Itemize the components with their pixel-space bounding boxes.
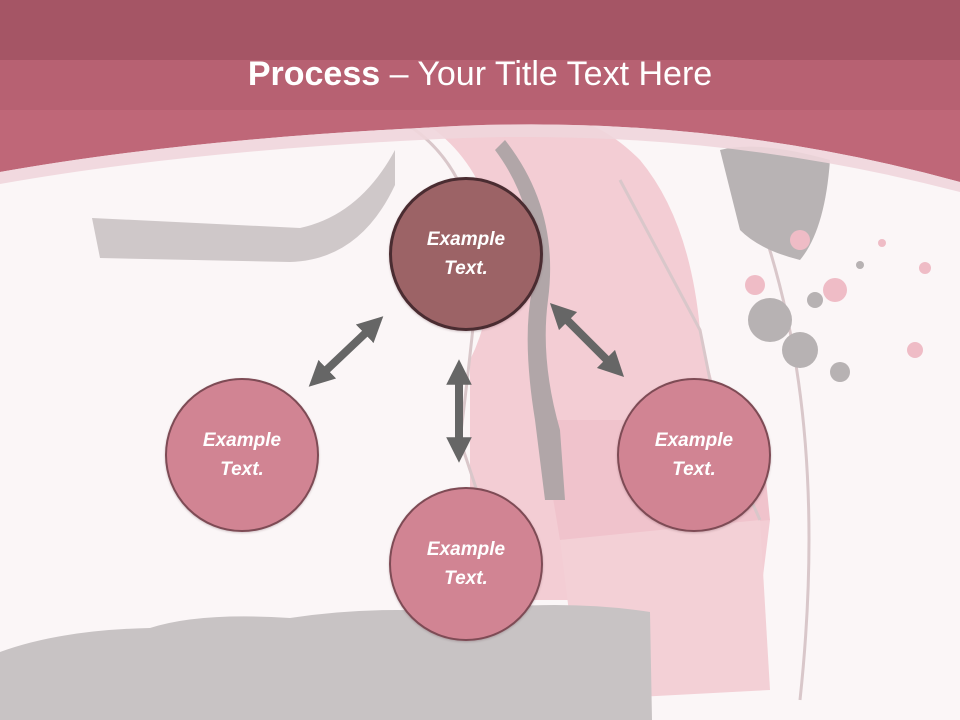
node-center-line2: Text. bbox=[444, 258, 488, 279]
node-left-line1: Example bbox=[202, 430, 282, 451]
node-center[interactable]: Example Text. bbox=[389, 177, 543, 331]
node-center-label: Example Text. bbox=[411, 225, 521, 283]
node-left-label: Example Text. bbox=[187, 426, 297, 484]
node-left[interactable]: Example Text. bbox=[165, 378, 319, 532]
node-right[interactable]: Example Text. bbox=[617, 378, 771, 532]
node-bottom-line1: Example bbox=[426, 539, 506, 560]
node-bottom-line2: Text. bbox=[444, 568, 488, 589]
slide-title: Process – Your Title Text Here bbox=[0, 50, 960, 98]
node-center-line1: Example bbox=[426, 229, 506, 250]
title-separator: – bbox=[380, 55, 418, 93]
node-bottom[interactable]: Example Text. bbox=[389, 487, 543, 641]
title-rest: Your Title Text Here bbox=[417, 55, 713, 93]
node-right-line1: Example bbox=[654, 430, 734, 451]
node-right-line2: Text. bbox=[672, 459, 716, 480]
node-bottom-label: Example Text. bbox=[411, 535, 521, 593]
title-bold: Process bbox=[247, 55, 381, 93]
node-right-label: Example Text. bbox=[639, 426, 749, 484]
node-left-line2: Text. bbox=[220, 459, 264, 480]
